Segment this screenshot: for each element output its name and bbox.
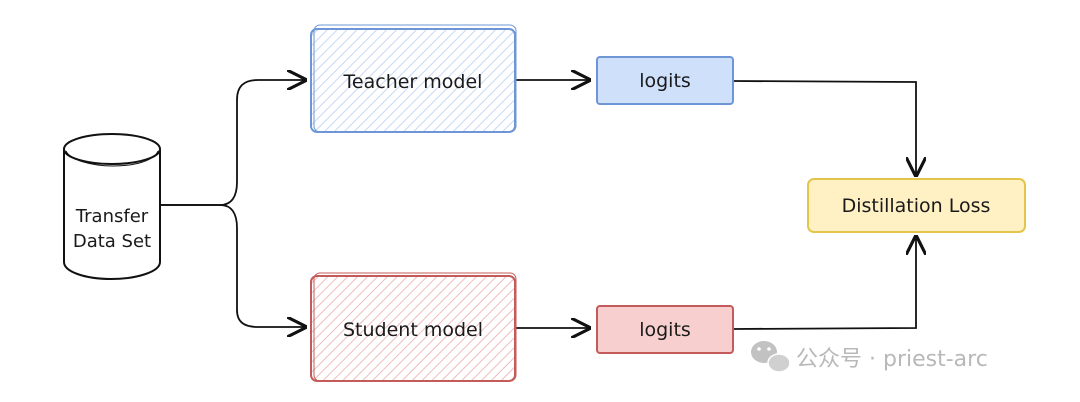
student-model-label: Student model bbox=[343, 319, 483, 341]
dataset-label-line1: Transfer bbox=[75, 206, 149, 227]
distillation-loss-node: Distillation Loss bbox=[807, 178, 1026, 233]
teacher-model-node: Teacher model bbox=[310, 24, 517, 133]
cylinder-top-sketch bbox=[65, 150, 159, 167]
student-logits-label: logits bbox=[639, 319, 691, 341]
teacher-model-sketch-border bbox=[313, 24, 517, 133]
edge-student-logits-loss bbox=[732, 237, 916, 330]
edge-dataset-student bbox=[160, 204, 305, 327]
distillation-loss-label: Distillation Loss bbox=[842, 195, 991, 217]
teacher-logits-node: logits bbox=[596, 56, 734, 105]
student-logits-node: logits bbox=[596, 305, 734, 354]
wechat-icon bbox=[751, 341, 791, 373]
edge-dataset-teacher bbox=[160, 80, 305, 206]
watermark-text: 公众号 · priest-arc bbox=[796, 347, 988, 372]
teacher-logits-label: logits bbox=[639, 70, 691, 92]
watermark: 公众号 · priest-arc bbox=[751, 341, 988, 373]
dataset-cylinder: Transfer Data Set bbox=[63, 133, 161, 281]
student-model-sketch-border bbox=[313, 272, 517, 382]
student-model-node: Student model bbox=[310, 272, 517, 382]
cylinder-top bbox=[63, 133, 161, 165]
teacher-model-label: Teacher model bbox=[343, 71, 483, 93]
edge-teacher-logits-loss bbox=[732, 80, 916, 175]
cylinder-body bbox=[63, 149, 161, 281]
connector-lines bbox=[160, 80, 916, 329]
dataset-label-line2: Data Set bbox=[73, 231, 151, 252]
